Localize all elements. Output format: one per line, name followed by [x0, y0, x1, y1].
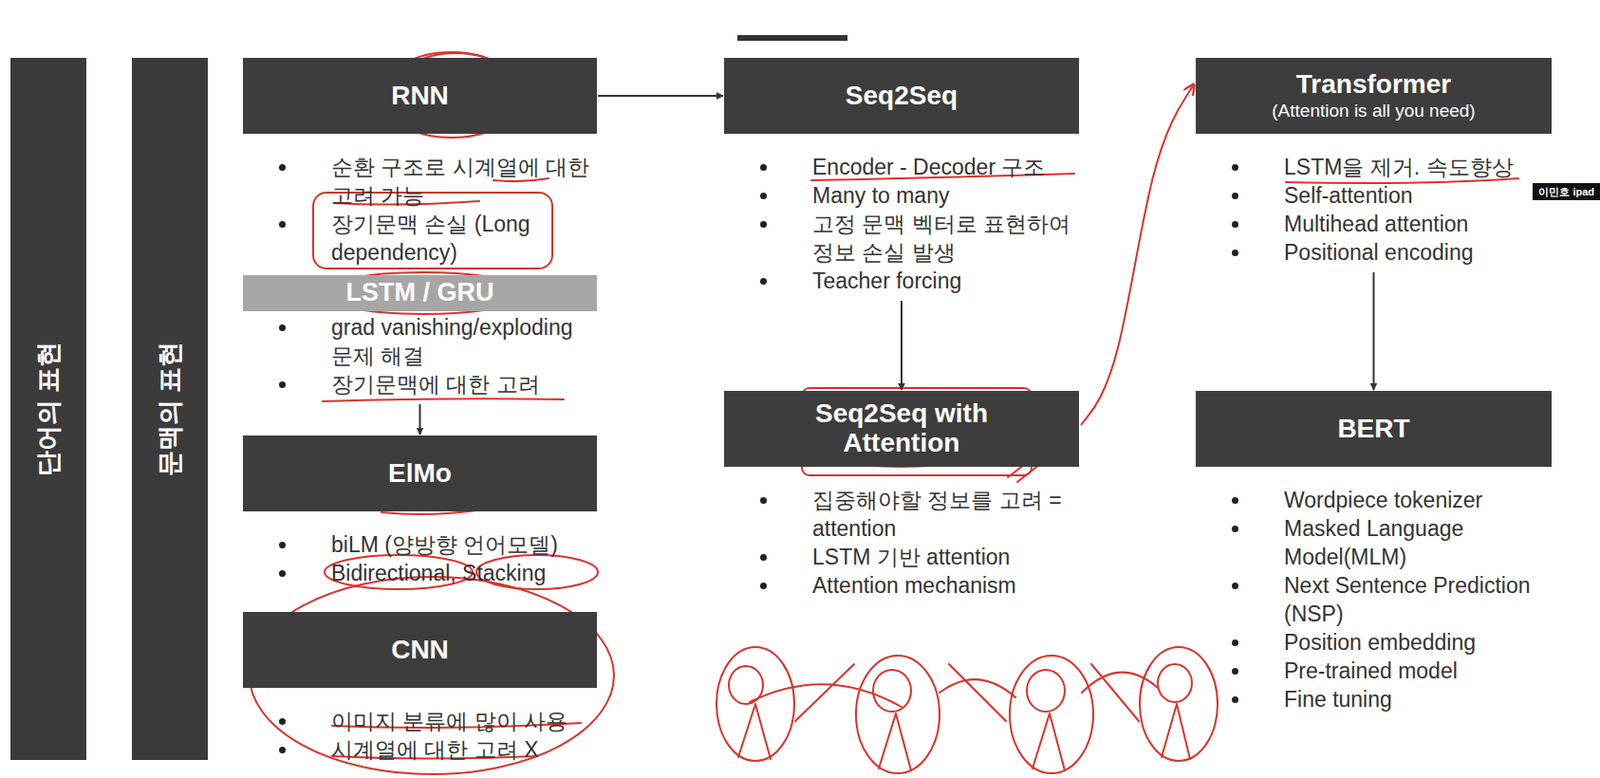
bullet-list: biLM (양방향 언어모델)Bidirectional, Stacking	[242, 530, 597, 588]
model-subtitle: (Attention is all you need)	[1271, 101, 1475, 122]
band-title: 문맥의 표현	[152, 341, 187, 478]
bullet-text: 이미지 분류에 많이 사용	[331, 706, 599, 736]
red-figure	[873, 669, 912, 712]
bullet-text: 시계열에 대한 고려 X	[331, 735, 599, 764]
bullet-list: grad vanishing/exploding 문제 해결장기문맥에 대한 고…	[242, 313, 597, 399]
red-figure	[1161, 704, 1191, 760]
model-box: RNN 순환 구조로 시계열에 대한 고려 가능장기문맥 손실 (Long dep…	[242, 57, 597, 267]
model-title: Seq2Seq with Attention	[806, 399, 997, 459]
model-title: BERT	[1337, 414, 1410, 445]
model-title: Transformer	[1296, 70, 1452, 100]
flow-arrow	[900, 300, 903, 391]
bullet-list: LSTM을 제거. 속도향상Self-attentionMultihead at…	[1195, 152, 1552, 267]
model-title: CNN	[390, 635, 449, 666]
flow-arrow	[1373, 272, 1376, 391]
bullet-text: Attention mechanism	[812, 571, 1080, 600]
red-figure	[716, 647, 795, 762]
flow-arrow	[597, 94, 724, 97]
bullet-text: Pre-trained model	[1283, 656, 1552, 686]
red-scribble	[749, 664, 1158, 722]
bullet-text: 장기문맥에 대한 고려	[331, 370, 599, 399]
box-header: Transformer(Attention is all you need)	[1195, 57, 1552, 134]
model-box: Seq2Seq with Attention 집중해야할 정보를 고려 = att…	[724, 390, 1080, 600]
flow-arrow	[1080, 84, 1194, 426]
bullet-text: Multihead attention	[1283, 209, 1552, 239]
bullet-text: 고정 문맥 벡터로 표현하여 정보 손실 발생	[812, 209, 1080, 267]
tag-text: 이민호 ipad	[1538, 185, 1595, 199]
bullet-list: Encoder - Decoder 구조Many to many고정 문맥 벡터…	[724, 152, 1080, 296]
red-figure	[1157, 664, 1192, 703]
bullet-text: 집중해야할 정보를 고려 = attention	[812, 485, 1080, 543]
bullet-list: 이미지 분류에 많이 사용시계열에 대한 고려 X	[242, 706, 597, 764]
model-title: ElMo	[388, 459, 452, 489]
box-header: BERT	[1195, 390, 1552, 467]
model-box: ElMo biLM (양방향 언어모델)Bidirectional, Stacki…	[242, 435, 597, 588]
bullet-text: Next Sentence Prediction (NSP)	[1283, 571, 1552, 629]
bullet-text: Wordpiece tokenizer	[1283, 485, 1552, 515]
flow-arrow	[419, 404, 422, 435]
bullet-text: Fine tuning	[1283, 685, 1552, 714]
model-box: Seq2SeqEncoder - Decoder 구조Many to many고…	[724, 57, 1080, 296]
box-header: CNN	[242, 612, 597, 689]
bullet-list: Wordpiece tokenizerMasked Language Model…	[1195, 485, 1552, 714]
red-underline	[322, 398, 564, 402]
red-figure	[1026, 669, 1065, 712]
box-header: Seq2Seq	[724, 57, 1080, 134]
red-figure	[1032, 713, 1065, 771]
bullet-text: Encoder - Decoder 구조	[812, 152, 1080, 182]
bullet-text: Position embedding	[1283, 628, 1552, 657]
bullet-text: LSTM 기반 attention	[812, 542, 1080, 572]
red-figure	[878, 713, 912, 771]
bullet-text: 순환 구조로 시계열에 대한 고려 가능	[331, 152, 599, 210]
model-title: LSTM / GRU	[346, 279, 495, 308]
bullet-text: biLM (양방향 언어모델)	[331, 530, 599, 559]
bullet-text: Masked Language Model(MLM)	[1283, 514, 1552, 572]
bullet-list: 순환 구조로 시계열에 대한 고려 가능장기문맥 손실 (Long depend…	[242, 152, 597, 267]
model-box: BERT Wordpiece tokenizerMasked Language M…	[1195, 390, 1552, 714]
bullet-text: Many to many	[812, 181, 1080, 210]
red-figure	[738, 704, 771, 760]
bullet-text: Teacher forcing	[812, 266, 1080, 296]
section-band: 문맥의 표현	[131, 57, 208, 761]
model-title: RNN	[390, 81, 449, 112]
bullet-text: 장기문맥 손실 (Long dependency)	[331, 209, 599, 267]
name-tag: 이민호 ipad	[1532, 183, 1600, 201]
red-figure	[855, 655, 940, 774]
model-bar: LSTM / GRU grad vanishing/exploding 문제 해결…	[242, 275, 597, 399]
box-header: LSTM / GRU	[242, 275, 597, 312]
band-title: 단어의 표현	[31, 341, 66, 478]
red-figures	[716, 647, 1218, 774]
box-header: ElMo	[242, 435, 597, 512]
bullet-text: grad vanishing/exploding 문제 해결	[331, 313, 599, 371]
box-header: Seq2Seq with Attention	[724, 390, 1080, 467]
bullet-text: LSTM을 제거. 속도향상	[1283, 152, 1552, 182]
red-figure	[1139, 647, 1218, 762]
bullet-text: Bidirectional, Stacking	[331, 558, 599, 588]
box-header: RNN	[242, 57, 597, 134]
section-band: 단어의 표현	[10, 57, 87, 761]
model-title: Seq2Seq	[845, 81, 958, 112]
bullet-list: 집중해야할 정보를 고려 = attentionLSTM 기반 attentio…	[724, 485, 1080, 600]
bullet-text: Positional encoding	[1283, 238, 1552, 267]
red-figure	[1009, 655, 1094, 774]
top-bar	[737, 35, 848, 41]
bullet-text: Self-attention	[1283, 181, 1552, 210]
model-box: CNN 이미지 분류에 많이 사용시계열에 대한 고려 X	[242, 612, 597, 764]
model-box: Transformer(Attention is all you need) LS…	[1195, 57, 1552, 267]
